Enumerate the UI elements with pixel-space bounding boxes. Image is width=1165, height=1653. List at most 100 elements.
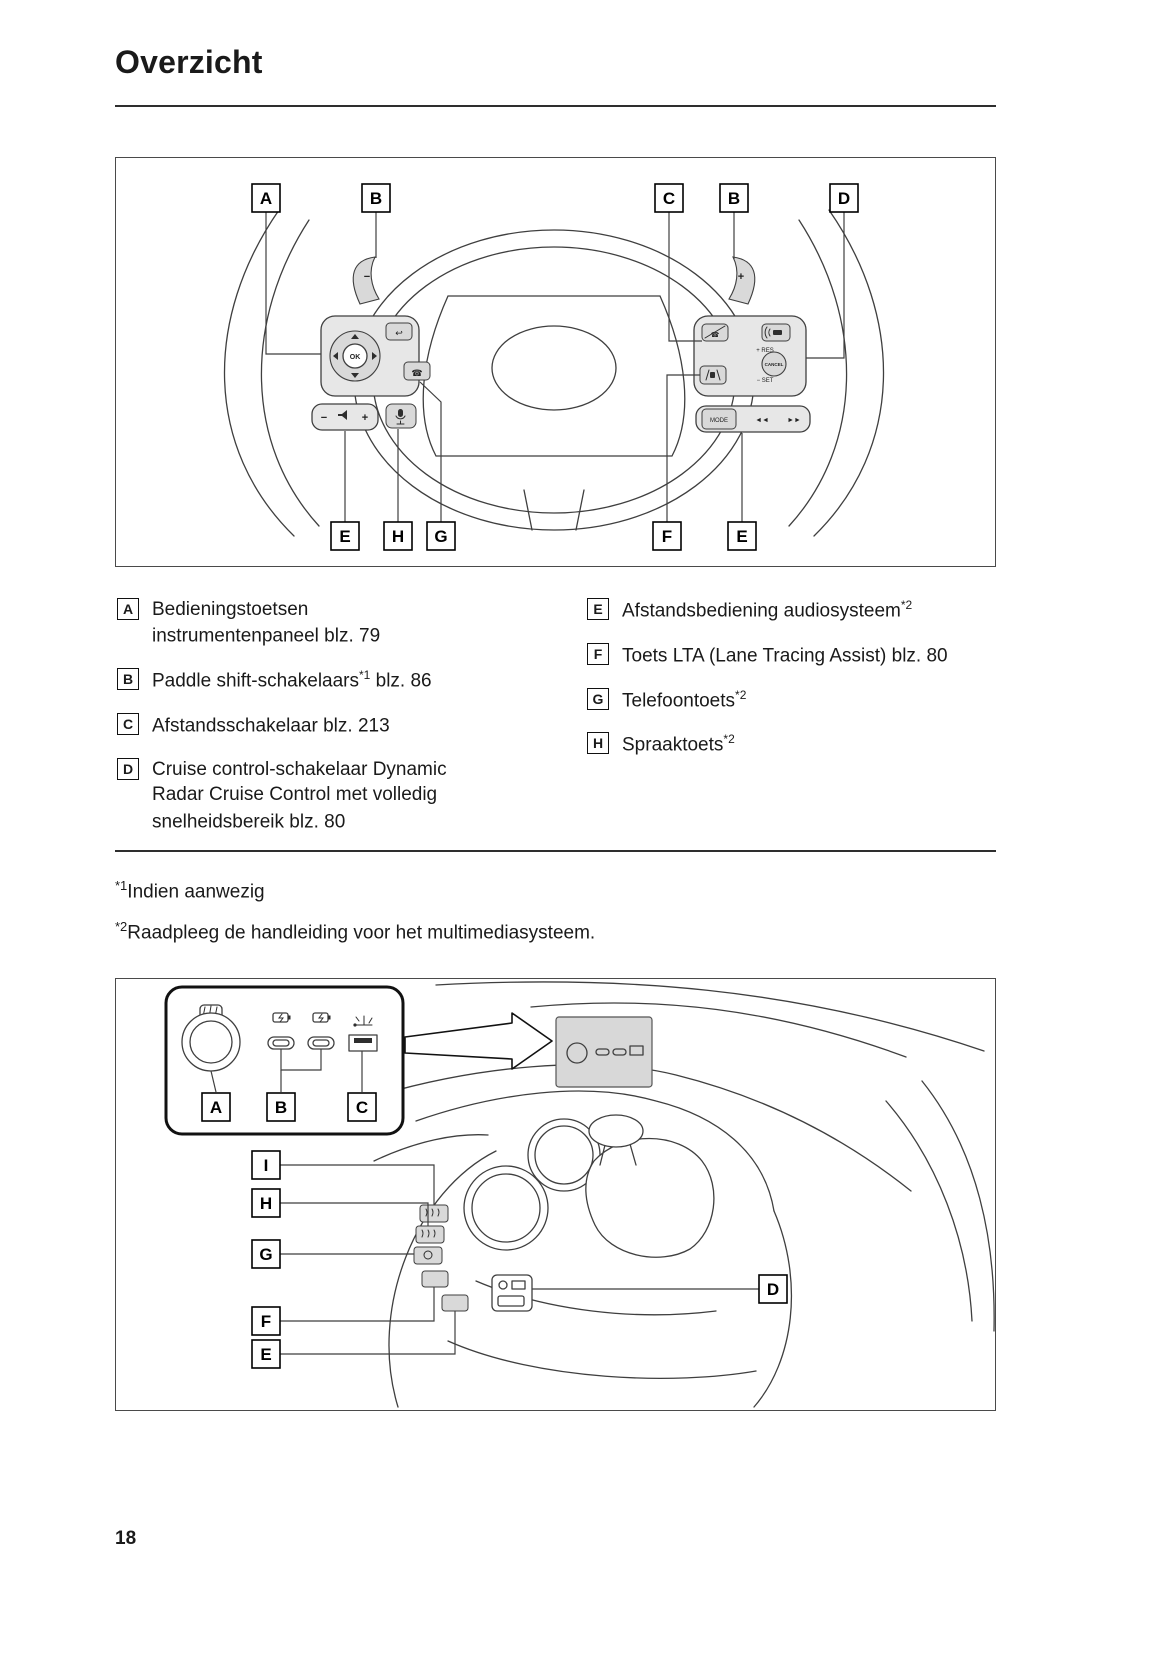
console-power-panel [555, 1016, 653, 1088]
mini-usb-c-1 [595, 1048, 610, 1056]
footnote-1-marker: *1 [115, 878, 128, 894]
callout-e-console: E [251, 1339, 281, 1369]
legend-text-main: Paddle shift-schakelaars [152, 670, 359, 692]
aux-media-panel [491, 1274, 533, 1312]
usb-a-port [348, 1015, 378, 1052]
svg-text:I: I [264, 1156, 269, 1175]
svg-text:D: D [767, 1280, 779, 1299]
console-button-f [421, 1270, 449, 1288]
charge-icon-1 [272, 1012, 291, 1023]
mode-label: MODE [710, 418, 728, 424]
legend-item-h: H Spraaktoets*2 [585, 730, 985, 758]
phone-button [403, 361, 431, 381]
callout-f-bottom: F [652, 521, 682, 551]
legend-text-main: Afstandsschakelaar blz. 213 [152, 715, 390, 737]
track-previous-icon: ◄◄ [755, 417, 769, 424]
footnotes: *1Indien aanwezig *2Raadpleeg de handlei… [115, 878, 996, 944]
slash-icon [704, 325, 726, 339]
page-number: 18 [115, 1528, 137, 1549]
callout-key-a: A [117, 598, 139, 620]
callout-a-top: A [251, 183, 281, 213]
legend-item-g: G Telefoontoets*2 [585, 686, 985, 714]
svg-text:D: D [838, 189, 850, 208]
legend-text-main: Toets LTA (Lane Tracing Assist) blz. 80 [622, 645, 948, 667]
legend-column-right: E Afstandsbediening audiosysteem*2 F Toe… [585, 579, 985, 834]
manual-page: Overzicht − + [115, 0, 996, 1412]
legend-text-e: Afstandsbediening audiosysteem*2 [622, 596, 954, 624]
callout-key-b: B [117, 668, 139, 691]
legend-sup: *2 [723, 732, 735, 747]
callout-b-right-top: B [719, 183, 749, 213]
svg-text:F: F [261, 1312, 271, 1331]
volume-plus-icon: + [362, 412, 368, 424]
volume-minus-icon: − [321, 412, 327, 424]
paddle-shifter-left: − [352, 256, 380, 305]
svg-text:B: B [728, 189, 740, 208]
detail-arrow [404, 1012, 553, 1070]
cruise-res-label: + RES [756, 348, 774, 354]
arrow-down-icon [351, 373, 359, 378]
legend-text-main: Bedieningstoetsen instrumentenpaneel blz… [152, 599, 381, 647]
mini-usb-a [629, 1045, 644, 1056]
cruise-cancel-label: CANCEL [765, 362, 784, 367]
svg-text:E: E [260, 1345, 271, 1364]
svg-text:E: E [339, 527, 350, 546]
callout-key-e: E [587, 598, 609, 620]
legend-text-tail: blz. 86 [370, 670, 432, 692]
left-steering-controls: OK ↩ ☎ [320, 315, 431, 397]
legend-sup: *2 [735, 687, 747, 702]
callout-b-left-top: B [361, 183, 391, 213]
legend-text-main: Afstandsbediening audiosysteem [622, 600, 901, 622]
steering-center-pad [422, 295, 686, 457]
paddle-plus-label: + [738, 271, 744, 283]
footnote-1: *1Indien aanwezig [115, 878, 996, 903]
svg-text:B: B [275, 1098, 287, 1117]
console-line-art [365, 981, 995, 1408]
legend-text-main: Telefoontoets [622, 689, 736, 711]
svg-text:H: H [392, 527, 404, 546]
mode-button [701, 408, 737, 430]
legend-text-main: Spraaktoets [622, 734, 724, 756]
usb-icon [353, 1015, 373, 1027]
center-console-figure: A B C [115, 978, 996, 1412]
center-console-diagram: A B C [164, 981, 995, 1408]
legend-text-a: Bedieningstoetsen instrumentenpaneel blz… [152, 596, 462, 649]
svg-text:G: G [259, 1245, 272, 1264]
legend-item-d: D Cruise control-schakelaar Dynamic Rada… [115, 756, 585, 835]
figure2-leader-lines [280, 1164, 759, 1355]
audio-volume-controls: − + [311, 403, 417, 431]
footnote-1-text: Indien aanwezig [127, 881, 265, 903]
arrow-left-icon [333, 352, 338, 360]
callout-a-inset: A [201, 1092, 231, 1122]
callout-i-console: I [251, 1150, 281, 1180]
callout-key-c: C [117, 713, 139, 736]
back-icon: ↩ [395, 328, 403, 338]
console-button-i [419, 1204, 449, 1223]
legend-text-main: Cruise control-schakelaar Dynamic Radar … [152, 758, 447, 833]
cup-holders [463, 1118, 601, 1251]
legend-item-e: E Afstandsbediening audiosysteem*2 [585, 596, 985, 624]
svg-text:F: F [662, 527, 672, 546]
svg-text:C: C [356, 1098, 368, 1117]
car-distance-icon [764, 326, 782, 339]
callout-f-console: F [251, 1306, 281, 1336]
arrow-up-icon [351, 334, 359, 339]
callout-key-f: F [587, 642, 609, 665]
right-steering-controls: ☎ + RES CANCEL − SET [693, 315, 807, 397]
legend-item-f: F Toets LTA (Lane Tracing Assist) blz. 8… [585, 641, 985, 669]
legend-column-left: A Bedieningstoetsen instrumentenpaneel b… [115, 579, 585, 834]
callout-key-h: H [587, 732, 609, 755]
svg-text:G: G [434, 527, 447, 546]
page-title: Overzicht [115, 44, 263, 80]
svg-text:B: B [370, 189, 382, 208]
legend-item-b: B Paddle shift-schakelaars*1 blz. 86 [115, 666, 585, 694]
svg-text:A: A [260, 189, 272, 208]
lane-tracing-icon [705, 369, 721, 381]
power-outlet-inset: A B C [164, 985, 405, 1136]
power-outlet-12v [181, 1004, 241, 1072]
console-button-h [415, 1225, 445, 1244]
cruise-cancel-button [761, 351, 787, 377]
callout-h-console: H [251, 1188, 281, 1218]
microphone-icon [395, 409, 406, 425]
figure1-legend: A Bedieningstoetsen instrumentenpaneel b… [115, 579, 996, 834]
